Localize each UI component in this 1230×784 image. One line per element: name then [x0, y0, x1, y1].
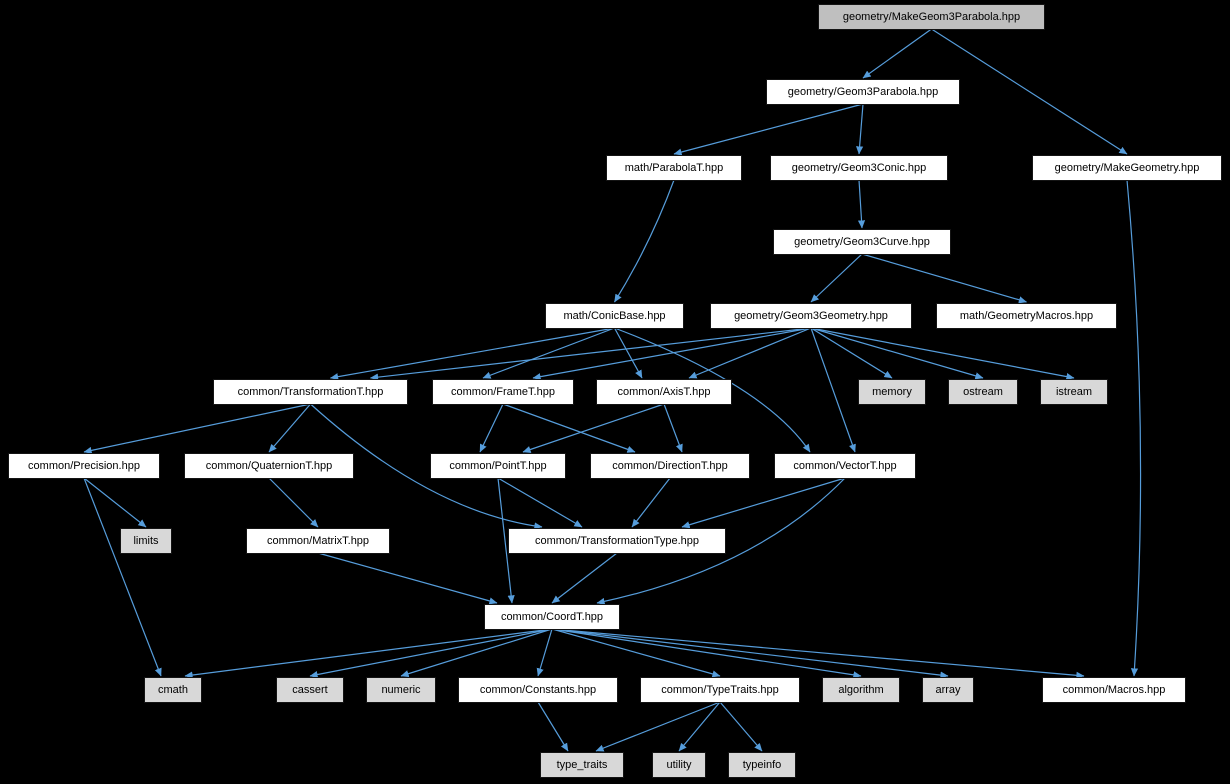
include-edge-conicbase-to-axist — [613, 327, 643, 379]
include-edge-pointt-to-transformationtype — [497, 477, 583, 528]
graph-node-geom3parabola[interactable]: geometry/Geom3Parabola.hpp — [766, 79, 960, 105]
graph-node-geom3curve[interactable]: geometry/Geom3Curve.hpp — [773, 229, 951, 255]
graph-node-pointt[interactable]: common/PointT.hpp — [430, 453, 566, 479]
include-edge-coordt-to-macros — [551, 628, 1085, 679]
graph-node-type_traits: type_traits — [540, 752, 624, 778]
include-edge-transformationt-to-precision — [83, 403, 311, 454]
graph-node-directiont[interactable]: common/DirectionT.hpp — [590, 453, 750, 479]
include-edge-geom3geometry-to-framet — [532, 327, 812, 381]
graph-node-utility: utility — [652, 752, 706, 778]
include-edge-geom3geometry-to-ostream — [810, 327, 984, 380]
include-edge-axist-to-directiont — [663, 403, 683, 453]
graph-node-typetraits[interactable]: common/TypeTraits.hpp — [640, 677, 800, 703]
graph-node-framet[interactable]: common/FrameT.hpp — [432, 379, 574, 405]
include-edge-geom3geometry-to-axist — [688, 327, 812, 379]
graph-node-typeinfo: typeinfo — [728, 752, 796, 778]
graph-node-parabolat[interactable]: math/ParabolaT.hpp — [606, 155, 742, 181]
graph-node-quaterniont[interactable]: common/QuaternionT.hpp — [184, 453, 354, 479]
include-edge-matrixt-to-coordt — [317, 552, 498, 605]
graph-node-axist[interactable]: common/AxisT.hpp — [596, 379, 732, 405]
graph-node-transformationtype[interactable]: common/TransformationType.hpp — [508, 528, 726, 554]
include-edge-geom3geometry-to-transformationt — [370, 327, 812, 381]
graph-node-array: array — [922, 677, 974, 703]
graph-node-geom3conic[interactable]: geometry/Geom3Conic.hpp — [770, 155, 948, 181]
include-edge-directiont-to-transformationtype — [631, 477, 671, 528]
include-edge-geom3curve-to-geom3geometry — [810, 253, 863, 303]
graph-node-geometrymacros[interactable]: math/GeometryMacros.hpp — [936, 303, 1117, 329]
include-edge-conicbase-to-transformationt — [330, 327, 615, 381]
include-edge-geom3geometry-to-vectort — [810, 327, 856, 453]
graph-node-istream: istream — [1040, 379, 1108, 405]
graph-node-limits: limits — [120, 528, 172, 554]
include-edge-coordt-to-typetraits — [551, 628, 721, 678]
graph-node-conicbase[interactable]: math/ConicBase.hpp — [545, 303, 684, 329]
include-edge-axist-to-pointt — [522, 403, 665, 453]
graph-node-macros[interactable]: common/Macros.hpp — [1042, 677, 1186, 703]
include-edge-precision-to-cmath — [83, 477, 162, 677]
graph-node-matrixt[interactable]: common/MatrixT.hpp — [246, 528, 390, 554]
include-edge-coordt-to-array — [551, 628, 949, 679]
graph-node-vectort[interactable]: common/VectorT.hpp — [774, 453, 916, 479]
graph-node-cmath: cmath — [144, 677, 202, 703]
include-edge-conicbase-to-framet — [482, 327, 615, 379]
graph-node-cassert: cassert — [276, 677, 344, 703]
include-edge-pointt-to-coordt — [497, 477, 515, 604]
graph-node-ostream: ostream — [948, 379, 1018, 405]
include-edge-transformationt-to-quaterniont — [268, 403, 311, 453]
graph-node-makegeometry[interactable]: geometry/MakeGeometry.hpp — [1032, 155, 1222, 181]
include-edge-typetraits-to-typeinfo — [719, 701, 763, 752]
graph-node-transformationt[interactable]: common/TransformationT.hpp — [213, 379, 408, 405]
include-edge-geom3geometry-to-memory — [810, 327, 893, 379]
include-edge-vectort-to-coordt — [596, 477, 846, 605]
include-edge-geom3conic-to-geom3curve — [857, 179, 866, 229]
include-edge-makegeom3parabola-to-makegeometry — [931, 28, 1128, 155]
graph-node-algorithm: algorithm — [822, 677, 900, 703]
include-edge-quaterniont-to-matrixt — [268, 477, 319, 528]
graph-node-geom3geometry[interactable]: geometry/Geom3Geometry.hpp — [710, 303, 912, 329]
include-edge-coordt-to-numeric — [400, 628, 553, 678]
graph-node-precision[interactable]: common/Precision.hpp — [8, 453, 160, 479]
include-edge-typetraits-to-utility — [678, 701, 721, 752]
include-edge-coordt-to-cmath — [184, 628, 553, 679]
include-edge-conicbase-to-vectort — [614, 327, 811, 453]
graph-node-coordt[interactable]: common/CoordT.hpp — [484, 604, 620, 630]
include-edge-typetraits-to-type_traits — [595, 701, 721, 752]
graph-node-numeric: numeric — [366, 677, 436, 703]
graph-node-makegeom3parabola: geometry/MakeGeom3Parabola.hpp — [818, 4, 1045, 30]
include-edge-parabolat-to-conicbase — [613, 179, 675, 303]
include-edge-geom3parabola-to-geom3conic — [856, 103, 864, 155]
include-edge-makegeometry-to-macros — [1126, 179, 1142, 677]
include-edge-geom3parabola-to-parabolat — [673, 103, 864, 156]
include-edge-framet-to-directiont — [502, 403, 636, 453]
include-edge-geom3curve-to-geometrymacros — [861, 253, 1027, 304]
include-edge-coordt-to-algorithm — [551, 628, 862, 679]
include-edge-precision-to-limits — [83, 477, 147, 528]
graph-node-constants[interactable]: common/Constants.hpp — [458, 677, 618, 703]
include-edge-transformationtype-to-coordt — [551, 552, 618, 604]
include-edge-coordt-to-constants — [536, 628, 553, 677]
include-edge-transformationt-to-transformationtype — [310, 403, 543, 530]
include-edge-vectort-to-transformationtype — [681, 477, 846, 529]
graph-node-memory: memory — [858, 379, 926, 405]
include-edge-coordt-to-cassert — [309, 628, 553, 679]
include-edge-geom3geometry-to-istream — [810, 327, 1075, 381]
include-edge-makegeom3parabola-to-geom3parabola — [862, 28, 932, 79]
include-edge-framet-to-pointt — [479, 403, 504, 453]
include-edge-constants-to-type_traits — [537, 701, 569, 752]
